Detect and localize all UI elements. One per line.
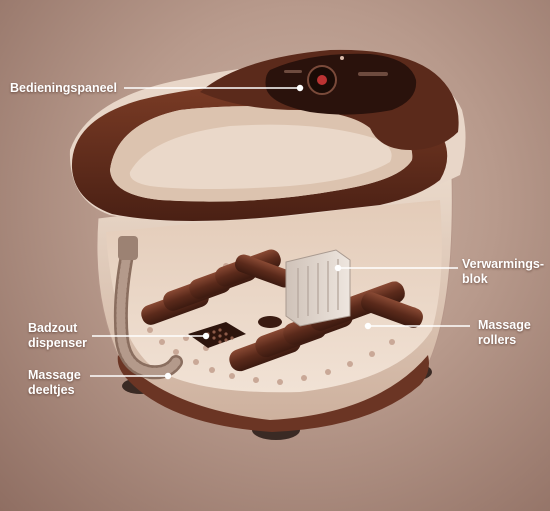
- label-control-panel-text: Bedieningspaneel: [10, 81, 117, 95]
- panel-led: [340, 56, 344, 60]
- label-massage-particles-line2: deeltjes: [28, 383, 75, 397]
- panel-display: [358, 72, 388, 76]
- label-bath-salt-line2: dispenser: [28, 336, 88, 350]
- label-bath-salt-line1: Badzout: [28, 321, 78, 335]
- hose-connector: [118, 236, 138, 260]
- label-heating-block-line2: blok: [462, 272, 488, 286]
- roller: [361, 292, 423, 328]
- callout-dot-rollers: [364, 322, 372, 330]
- heating-block: [285, 249, 351, 327]
- label-control-panel: Bedieningspaneel: [10, 81, 117, 96]
- label-heating-block-line1: Verwarmings-: [462, 257, 544, 271]
- callout-lines: [90, 84, 470, 380]
- callout-dot-bath-salt: [202, 332, 210, 340]
- label-massage-particles-line1: Massage: [28, 368, 81, 382]
- label-bath-salt-dispenser: Badzout dispenser: [28, 321, 87, 351]
- callout-dot-control-panel: [296, 84, 304, 92]
- basin-floor-highlight: [129, 124, 392, 189]
- roller: [234, 254, 294, 288]
- panel-text: [284, 70, 302, 73]
- base-band: [117, 355, 429, 432]
- dial-indicator: [317, 75, 327, 85]
- label-massage-rollers-line2: rollers: [478, 333, 517, 347]
- massage-rollers: [141, 249, 423, 372]
- callout-dot-particles: [164, 372, 172, 380]
- label-massage-rollers: Massage rollers: [478, 318, 531, 348]
- brown-rim: [71, 83, 448, 221]
- control-panel-face: [265, 53, 417, 115]
- label-massage-particles: Massage deeltjes: [28, 368, 81, 398]
- hose-ribs: [116, 245, 181, 377]
- callout-dot-heating-block: [334, 264, 342, 272]
- basin-cutaway: [106, 200, 442, 393]
- label-heating-block: Verwarmings- blok: [462, 257, 544, 287]
- bath-salt-dispenser: [188, 316, 282, 348]
- label-massage-rollers-line1: Massage: [478, 318, 531, 332]
